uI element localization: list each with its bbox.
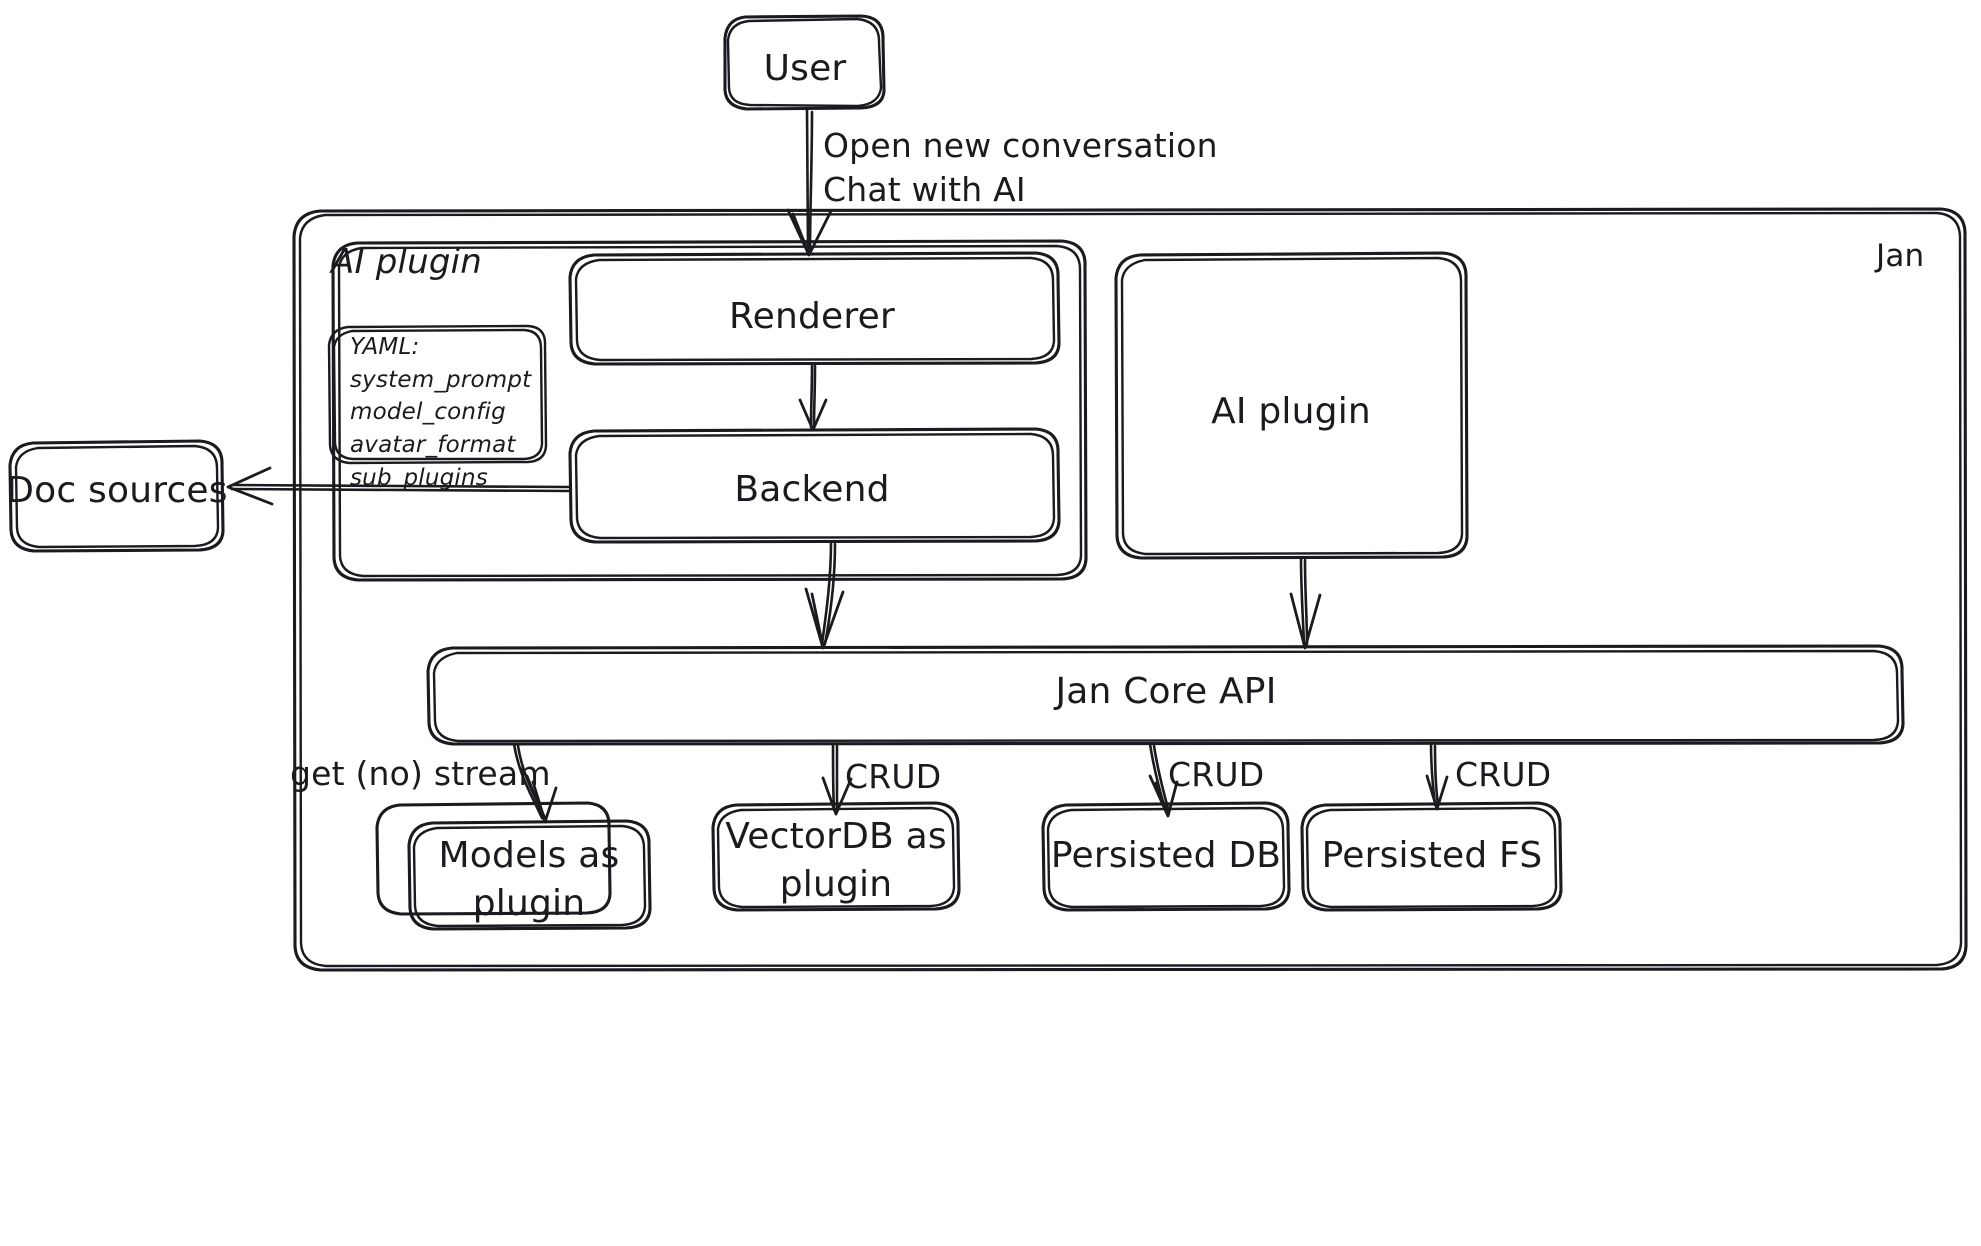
jan-container-outline[interactable] [292,207,1968,972]
edge-label-user-to-renderer: Open new conversation Chat with AI [823,126,1218,209]
ai-plugin-right-box-outline[interactable] [1114,251,1469,560]
edge-core-to-vectordb [821,742,853,816]
ai-plugin-group-outline[interactable] [331,239,1088,582]
jan-container-label: Jan [1876,238,1925,274]
edge-label-core-to-persisted-fs: CRUD [1455,755,1552,794]
jan-core-api-box-outline[interactable] [426,644,1905,746]
user-label: User [763,48,847,89]
persisted-fs-box-outline[interactable] [1300,801,1563,912]
backend-box-outline[interactable] [568,427,1061,544]
persisted-db-label: Persisted DB [1050,835,1282,876]
edge-renderer-to-backend [798,362,828,432]
yaml-card-text: YAML: system_prompt model_config avatar_… [350,334,532,491]
edge-label-core-to-persisted-db: CRUD [1168,755,1265,794]
edge-ai-plugin-right-to-core [1289,556,1322,650]
models-plugin-label: Models as plugin [438,835,620,924]
edge-core-to-models [512,742,558,824]
edge-core-to-persisted-fs [1425,742,1449,811]
vectordb-plugin-label: VectorDB as plugin [725,816,947,905]
edge-label-core-to-vectordb: CRUD [845,757,942,796]
models-plugin-outer-box-outline[interactable] [375,801,612,916]
doc-sources-label: Doc sources [6,470,228,511]
edge-backend-to-core [804,540,845,650]
edge-label-core-to-models: get (no) stream [290,754,551,793]
edge-core-to-persisted-db [1148,742,1179,818]
backend-label: Backend [734,469,890,510]
edge-user-to-renderer [786,107,833,257]
ai-plugin-right-label: AI plugin [1211,391,1371,432]
doc-sources-box-outline[interactable] [8,439,225,553]
renderer-box-outline[interactable] [568,251,1061,366]
ai-plugin-group-label: AI plugin [331,242,483,282]
models-plugin-box-outline[interactable] [407,819,652,931]
persisted-fs-label: Persisted FS [1321,835,1543,876]
vectordb-plugin-box-outline[interactable] [711,801,961,912]
yaml-card-outline[interactable] [327,324,548,465]
edge-backend-to-doc-sources [226,466,572,506]
persisted-db-box-outline[interactable] [1041,801,1291,912]
user-box-outline[interactable] [723,14,886,111]
jan-core-api-label: Jan Core API [1055,671,1277,712]
renderer-label: Renderer [729,296,895,337]
